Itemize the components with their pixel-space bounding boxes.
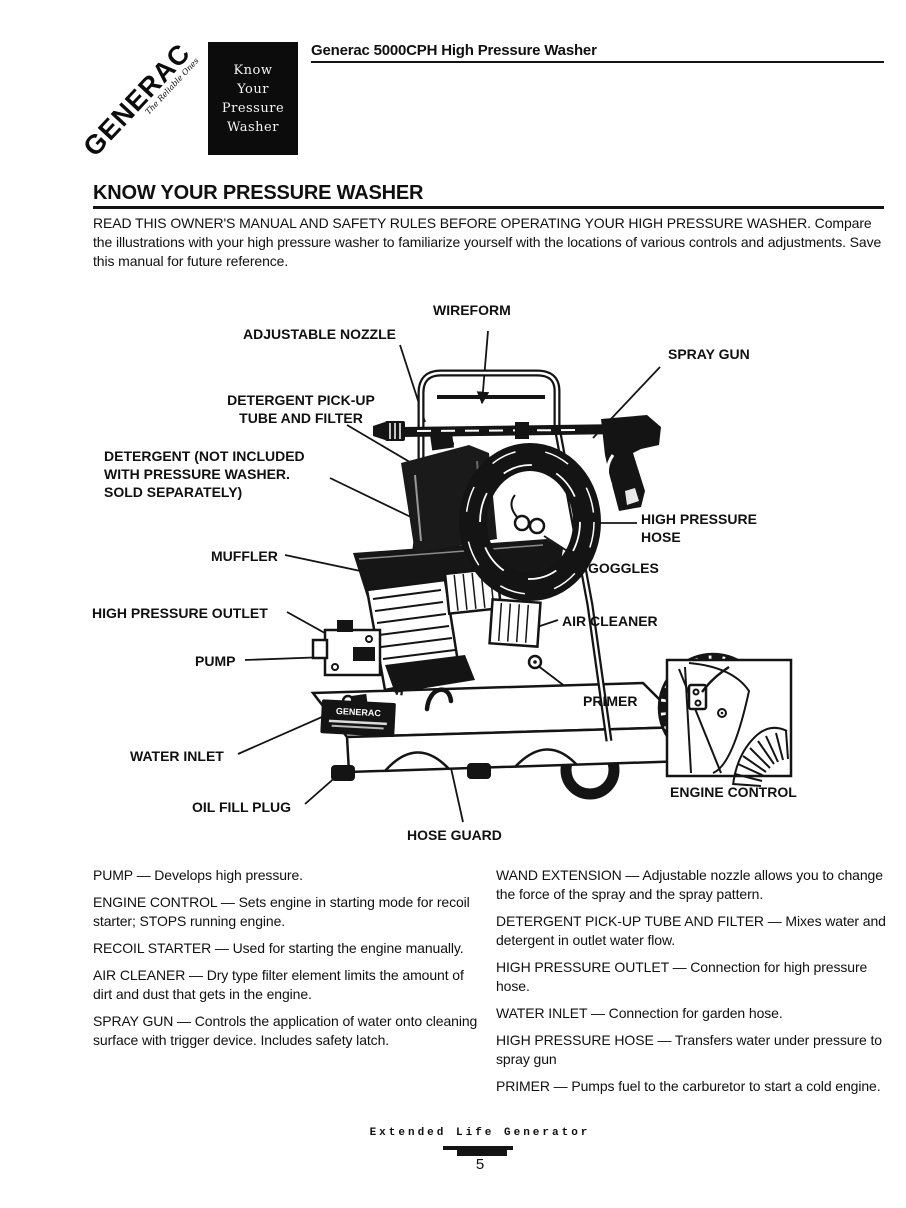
label-spray-gun: SPRAY GUN: [668, 346, 750, 362]
label-primer: PRIMER: [583, 693, 638, 709]
generac-logo: GENERAC The Reliable Ones: [77, 38, 210, 162]
definition-primer: PRIMER — Pumps fuel to the carburetor to…: [496, 1078, 881, 1094]
footer-tagline: Extended Life Generator: [369, 1127, 591, 1139]
label-air-cleaner: AIR CLEANER: [562, 613, 658, 629]
page-title: KNOW YOUR PRESSURE WASHER: [93, 182, 424, 204]
definition-pump: PUMP — Develops high pressure.: [93, 867, 303, 883]
know-your-pressure-washer-badge: Know Your Pressure Washer: [208, 42, 298, 155]
definition-air-cleaner: AIR CLEANER — Dry type filter element li…: [93, 967, 464, 1002]
label-hose-guard: HOSE GUARD: [407, 827, 502, 843]
engine-control-inset: [665, 658, 793, 787]
pressure-washer-illustration: GENERAC: [237, 330, 793, 823]
label-pump: PUMP: [195, 653, 236, 669]
base-plate-text: GENERAC: [336, 706, 382, 718]
definitions-right-column: WAND EXTENSION — Adjustable nozzle allow…: [496, 866, 887, 1104]
label-oil-fill-plug: OIL FILL PLUG: [192, 799, 292, 815]
label-high-pressure-outlet: HIGH PRESSURE OUTLET: [92, 605, 268, 621]
label-muffler: MUFFLER: [211, 548, 278, 564]
label-adjustable-nozzle: ADJUSTABLE NOZZLE: [243, 326, 396, 342]
generac-logo-text: GENERAC: [77, 37, 197, 163]
definition-high-pressure-hose: HIGH PRESSURE HOSE — Transfers water und…: [496, 1032, 882, 1067]
title-rule: [93, 206, 884, 209]
definition-spray-gun: SPRAY GUN — Controls the application of …: [93, 1013, 478, 1048]
label-high-pressure-hose: HIGH PRESSURE HOSE: [641, 511, 757, 545]
footer-rule-bar: [443, 1146, 513, 1150]
definitions-left-column: PUMP — Develops high pressure. ENGINE CO…: [93, 866, 484, 1104]
definitions-section: PUMP — Develops high pressure. ENGINE CO…: [93, 866, 887, 1104]
page-number: 5: [475, 1156, 485, 1173]
definition-water-inlet: WATER INLET — Connection for garden hose…: [496, 1005, 783, 1021]
definition-recoil-starter: RECOIL STARTER — Used for starting the e…: [93, 940, 464, 956]
label-engine-control: ENGINE CONTROL: [670, 784, 797, 800]
label-wireform: WIREFORM: [433, 302, 511, 318]
label-water-inlet: WATER INLET: [130, 748, 224, 764]
definition-detergent-pickup: DETERGENT PICK-UP TUBE AND FILTER — Mixe…: [496, 913, 886, 948]
document-title: Generac 5000CPH High Pressure Washer: [311, 42, 597, 59]
pressure-washer-diagram: GENERAC: [85, 295, 821, 860]
label-goggles: GOGGLES: [588, 560, 659, 576]
footer-rule-bar-thick: [457, 1150, 507, 1156]
label-detergent-pickup: DETERGENT PICK-UP TUBE AND FILTER: [227, 392, 375, 426]
washer-drawing: GENERAC: [310, 369, 793, 800]
definition-wand-extension: WAND EXTENSION — Adjustable nozzle allow…: [496, 867, 883, 902]
header-rule: [311, 61, 884, 63]
definition-engine-control: ENGINE CONTROL — Sets engine in starting…: [93, 894, 470, 929]
definition-high-pressure-outlet: HIGH PRESSURE OUTLET — Connection for hi…: [496, 959, 868, 994]
intro-paragraph: READ THIS OWNER'S MANUAL AND SAFETY RULE…: [93, 215, 882, 269]
label-detergent-note: DETERGENT (NOT INCLUDED WITH PRESSURE WA…: [104, 448, 305, 500]
